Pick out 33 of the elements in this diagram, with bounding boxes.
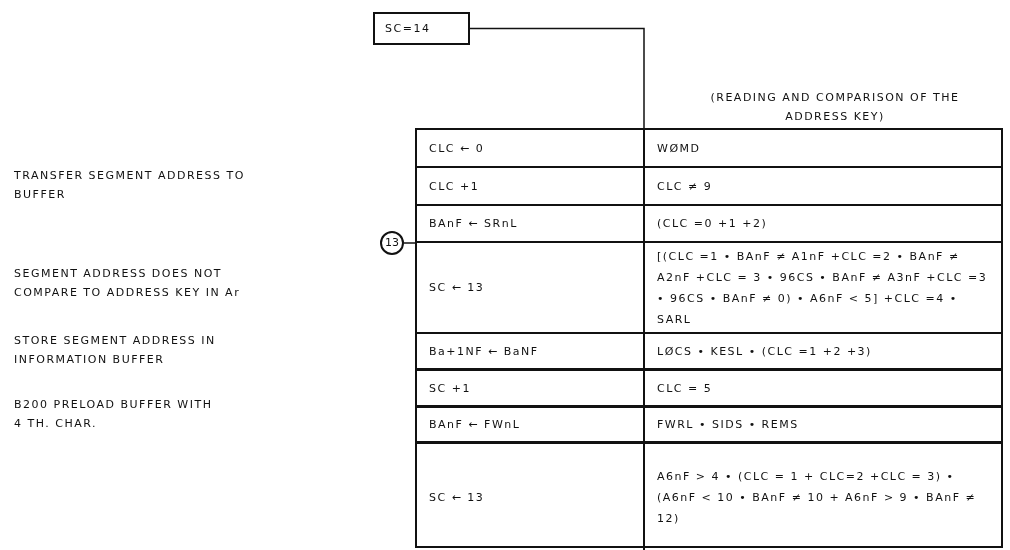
register-transfer: BAnF ← SRnL [429,217,519,230]
table-row [417,334,1001,371]
register-transfer: SC ← 13 [429,490,486,504]
condition-expression: [(CLC =1 • BAnF ≠ A1nF +CLC =2 • BAnF ≠ A2nF +CLC = 3 • 96CS • BAnF ≠ A3nF +CLC =3 • 96CS • BAnF ≠ 0) • A6nF < 5] +CLC =4 • SARL [657,248,989,328]
annotation-text: (READING AND COMPARISON OF THE ADDRESS KEY) [709,90,961,125]
transfer-table [415,128,1003,548]
label-box: SC=14 [373,12,470,45]
condition-expression: LØCS • KESL • (CLC =1 +2 +3) [657,343,873,360]
condition-expression: WØMD [657,140,702,157]
annotation-text: SEGMENT ADDRESS DOES NOT COMPARE TO ADDRESS KEY IN Ar [14,266,242,301]
connector-line [403,242,418,244]
condition-expression: CLC = 5 [657,380,714,397]
table-row [417,130,1001,168]
table-row [417,243,1001,334]
register-transfer: CLC +1 [429,179,481,193]
register-transfer: SC ← 13 [429,281,486,294]
annotation-text: TRANSFER SEGMENT ADDRESS TO BUFFER [14,168,246,203]
table-row [417,206,1001,243]
connector-circle: 13 [380,231,404,255]
condition-expression: A6nF > 4 • (CLC = 1 + CLC=2 +CLC = 3) • (A6nF < 10 • BAnF ≠ 10 + A6nF > 9 • BAnF ≠ 12) [657,468,978,527]
annotation-text: STORE SEGMENT ADDRESS IN INFORMATION BUFFER [14,333,217,368]
condition-expression: (CLC =0 +1 +2) [657,216,769,232]
register-transfer: Ba+1NF ← BaNF [429,344,540,358]
condition-expression: CLC ≠ 9 [657,178,714,195]
table-row [417,408,1001,444]
condition-expression: FWRL • SIDS • REMS [657,417,800,433]
table-row [417,371,1001,408]
register-transfer: SC +1 [429,381,472,395]
connector-line [469,27,645,129]
register-transfer: BAnF ← FWnL [429,418,522,431]
annotation-text: B200 PRELOAD BUFFER WITH 4 TH. CHAR. [14,397,214,432]
register-transfer: CLC ← 0 [429,141,486,155]
table-row [417,168,1001,206]
